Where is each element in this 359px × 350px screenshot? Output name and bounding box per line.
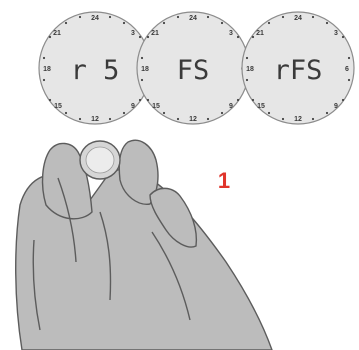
dial-1: 24 21 18 15 12 9 6 3 r 5 bbox=[39, 12, 151, 124]
step-number: 1 bbox=[218, 168, 230, 193]
dial-3-tick-15: 15 bbox=[257, 103, 265, 110]
dial-1-tick-12: 12 bbox=[91, 116, 99, 123]
dial-1-tick-21: 21 bbox=[53, 30, 61, 37]
dial-3: 24 21 18 15 12 9 6 3 rFS bbox=[242, 12, 354, 124]
dial-2-tick-12: 12 bbox=[189, 116, 197, 123]
dial-2-tick-15: 15 bbox=[152, 103, 160, 110]
dial-1-tick-24: 24 bbox=[91, 15, 99, 22]
dial-1-tick-15: 15 bbox=[54, 103, 62, 110]
dial-3-display: rFS bbox=[274, 55, 323, 86]
button-disc bbox=[80, 141, 120, 179]
dial-3-tick-9: 9 bbox=[334, 103, 338, 110]
hand-illustration bbox=[16, 140, 272, 350]
dial-1-tick-9: 9 bbox=[131, 103, 135, 110]
dial-2-display: FS bbox=[177, 55, 210, 86]
dial-3-tick-6: 6 bbox=[345, 66, 349, 73]
dial-2-tick-3: 3 bbox=[229, 30, 233, 37]
dial-2: 24 21 18 15 12 9 6 3 FS bbox=[137, 12, 249, 124]
dial-2-tick-21: 21 bbox=[151, 30, 159, 37]
dial-3-tick-21: 21 bbox=[256, 30, 264, 37]
dial-3-tick-18: 18 bbox=[246, 66, 254, 73]
dial-2-tick-18: 18 bbox=[141, 66, 149, 73]
dial-3-tick-24: 24 bbox=[294, 15, 302, 22]
dial-1-tick-18: 18 bbox=[43, 66, 51, 73]
dial-1-display: r 5 bbox=[71, 55, 120, 86]
dial-1-tick-3: 3 bbox=[131, 30, 135, 37]
dial-3-tick-12: 12 bbox=[294, 116, 302, 123]
dial-2-tick-24: 24 bbox=[189, 15, 197, 22]
dial-3-tick-3: 3 bbox=[334, 30, 338, 37]
dial-2-tick-9: 9 bbox=[229, 103, 233, 110]
